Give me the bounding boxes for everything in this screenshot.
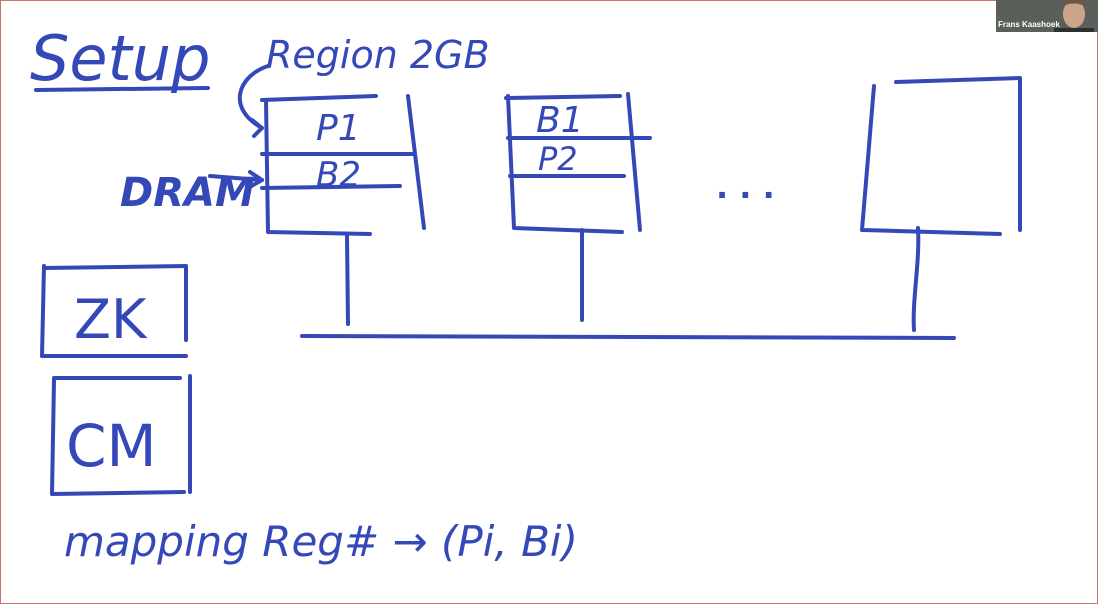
zk-box-left xyxy=(40,264,188,358)
node-3-box-right xyxy=(894,76,1022,232)
title-underline xyxy=(34,86,210,92)
dram-arrowhead xyxy=(246,170,264,190)
node-1-box-left xyxy=(264,98,372,236)
cm-box-left xyxy=(50,378,186,496)
participant-video-tile[interactable]: Frans Kaashoek xyxy=(996,0,1098,32)
mapping-text: mapping Reg# → (Pi, Bi) xyxy=(64,517,578,566)
region-label: Region 2GB xyxy=(266,33,490,77)
node-2-bottom-cell: P2 xyxy=(538,140,578,178)
node-2-top-line xyxy=(504,94,622,100)
participant-avatar xyxy=(1054,0,1094,32)
region-arrowhead xyxy=(250,118,264,138)
zk-label: ZK xyxy=(74,288,148,351)
zk-box: ZK xyxy=(40,264,188,358)
node-1-connector xyxy=(345,234,350,326)
node-1-bottom-cell: B2 xyxy=(316,155,361,195)
node-1-top-cell: P1 xyxy=(316,108,361,149)
zk-box-right xyxy=(42,264,188,342)
node-1: P1 B2 xyxy=(260,94,426,326)
node-1-divider-2 xyxy=(260,184,402,190)
node-2-box-right xyxy=(626,92,642,232)
node-3-connector xyxy=(911,226,921,332)
cm-label: CM xyxy=(66,412,157,480)
dram-arrow xyxy=(208,174,264,182)
title-text: Setup xyxy=(30,22,210,95)
node-1-top-line xyxy=(260,94,378,102)
node-2: B1 P2 xyxy=(504,92,652,322)
node-3 xyxy=(860,76,1022,332)
cm-box: CM xyxy=(50,374,192,496)
node-3-box-left xyxy=(860,84,1002,236)
ellipsis: · · · xyxy=(716,176,775,214)
region-arrow xyxy=(237,64,270,130)
network-bus xyxy=(300,334,956,340)
node-2-top-cell: B1 xyxy=(536,100,584,141)
node-1-box-right xyxy=(406,94,426,230)
participant-name: Frans Kaashoek xyxy=(998,20,1060,29)
